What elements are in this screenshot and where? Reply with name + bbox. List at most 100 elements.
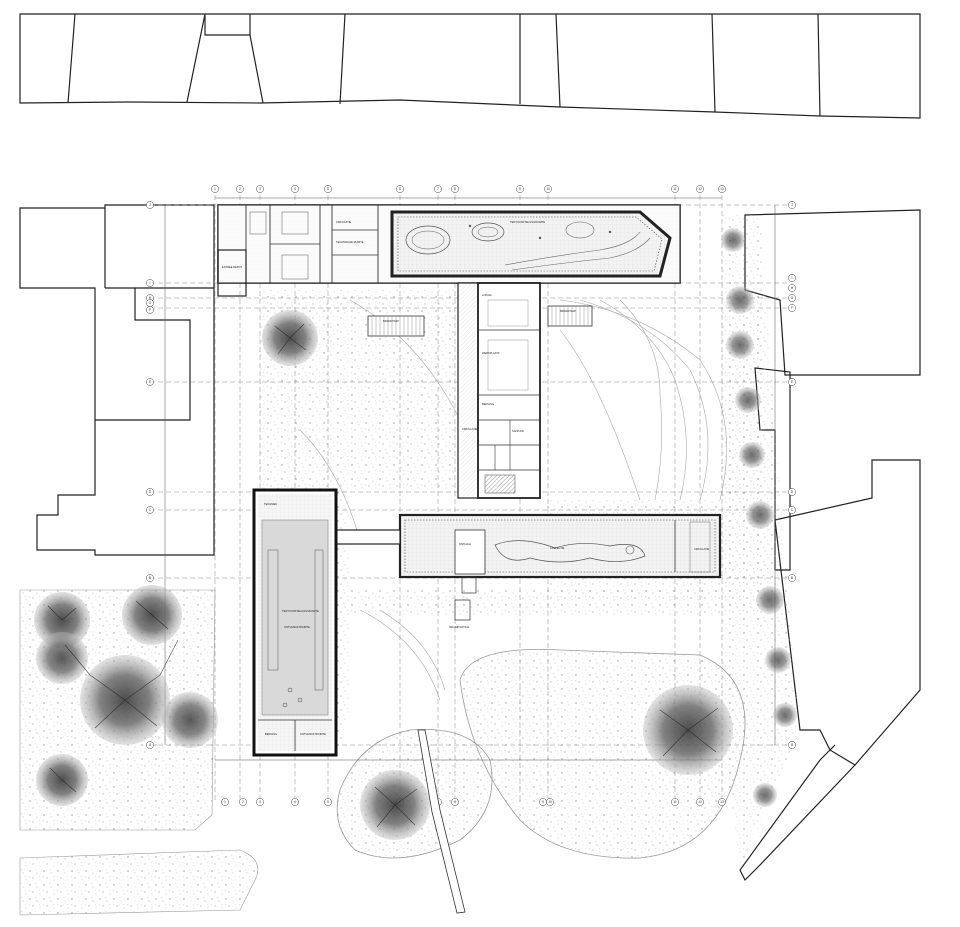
- grid-label: 10: [548, 800, 552, 804]
- grid-label: B: [149, 576, 152, 580]
- grid-label: 8: [454, 800, 456, 804]
- grid-label: J: [149, 203, 151, 207]
- grid-marker: [146, 506, 154, 514]
- grid-label: 5: [327, 187, 329, 191]
- grid-label: 13: [720, 800, 724, 804]
- grid-marker: [788, 741, 796, 749]
- grid-label: G: [149, 301, 152, 305]
- grid-label: G: [791, 296, 794, 300]
- grid-label: 7: [437, 187, 439, 191]
- grid-label: 10: [546, 187, 550, 191]
- grid-label: 1: [224, 800, 226, 804]
- grid-label: 3: [259, 800, 261, 804]
- grid-label: F: [149, 308, 151, 312]
- west-wing: TENTOONSTELLINGSRUIMTE ONTVANGSTRUIMTE T…: [252, 488, 338, 757]
- east-wing-room-labels: ONTHAAL COLLECTIE CIRCULATIE: [459, 542, 709, 551]
- grid-marker: [451, 798, 459, 806]
- grid-marker: [291, 798, 299, 806]
- grid-label: F: [791, 306, 793, 310]
- room-label: TENTOONSTELLINGSRUIMTE: [282, 609, 319, 613]
- grid-marker: [788, 284, 796, 292]
- grid-label: 4: [294, 800, 296, 804]
- room-label: ENTREE DEPOT: [222, 265, 243, 269]
- grid-marker: [324, 798, 332, 806]
- grid-labels-top: 1 2 3 4 5 6 7 8 9 10 11 12 13: [214, 187, 724, 191]
- tree: [746, 501, 774, 529]
- room-label: COLLECTIE: [550, 546, 565, 550]
- room-label: LOKAAL: [482, 293, 493, 297]
- grid-marker: [788, 378, 796, 386]
- grid-marker: [146, 201, 154, 209]
- grid-label: 12: [698, 187, 702, 191]
- west-wing-room-labels: TENTOONSTELLINGSRUIMTE ONTVANGSTRUIMTE T…: [264, 502, 326, 736]
- stair-label: BRANDTRAP: [560, 309, 576, 313]
- north-wing-room-labels: ENTREE DEPOT CIRCULATIE TECHNISCHE RUIMT…: [222, 220, 545, 269]
- grid-label: 2: [239, 187, 241, 191]
- room-label: CIRCULATIE: [336, 220, 351, 224]
- tree: [721, 228, 745, 252]
- grid-marker: [788, 274, 796, 282]
- grid-labels-left: J I H G F E D C B A: [149, 203, 152, 747]
- grid-label: H: [791, 286, 794, 290]
- grid-marker: [324, 185, 332, 193]
- grid-bubbles-left: [146, 201, 154, 749]
- grid-label: A: [791, 743, 794, 747]
- room-label: ONTVANGSTRUIMTE: [300, 732, 326, 736]
- stairs: BRANDTRAP BRANDTRAP: [367, 305, 593, 337]
- grid-label: 9: [542, 800, 544, 804]
- east-gallery-wing: ONTHAAL COLLECTIE CIRCULATIE: [398, 513, 722, 594]
- room-label: ONTVANGSTRUIMTE: [284, 625, 310, 629]
- room-label: CIRCULATIE: [462, 427, 477, 431]
- grid-label: 11: [673, 187, 677, 191]
- grid-marker: [221, 798, 229, 806]
- room-label: TENTOONSTELLINGRUIMTE: [510, 220, 545, 224]
- grid-marker: [211, 185, 219, 193]
- street-building-outlines: [19, 13, 921, 119]
- dimension-lines: [164, 197, 776, 761]
- tree: [773, 703, 797, 727]
- grid-label: C: [791, 508, 794, 512]
- grid-label: 12: [698, 800, 702, 804]
- grid-marker: [146, 378, 154, 386]
- grid-marker: [256, 185, 264, 193]
- grid-marker: [546, 798, 554, 806]
- grid-label: H: [149, 296, 152, 300]
- grid-label: E: [149, 380, 152, 384]
- room-label: SANITAIR: [512, 429, 524, 433]
- grid-marker: [146, 488, 154, 496]
- grid-marker: [146, 279, 154, 287]
- tree: [36, 632, 88, 684]
- tree: [726, 331, 754, 359]
- grid-label: 3: [259, 187, 261, 191]
- room-label: ONTHAAL: [459, 542, 472, 546]
- grid-label: I: [150, 281, 151, 285]
- grid-label: J: [791, 203, 793, 207]
- grid-marker: [396, 185, 404, 193]
- grid-label: 5: [327, 800, 329, 804]
- grid-marker: [291, 185, 299, 193]
- grid-marker: [671, 798, 679, 806]
- tree: [765, 647, 791, 673]
- tree: [162, 692, 218, 748]
- grid-marker: [544, 185, 552, 193]
- corridor-room-labels: BERGING LOKAAL WERKPLAATS SANITAIR CIRCU…: [462, 293, 524, 433]
- grid-marker: [718, 185, 726, 193]
- grid-label: D: [149, 490, 152, 494]
- grid-marker: [146, 574, 154, 582]
- tree: [756, 586, 784, 614]
- grid-label: I: [792, 276, 793, 280]
- grid-labels-right: J I H G F E D C B A: [791, 203, 794, 747]
- tree: [726, 286, 754, 314]
- grid-bubbles-top: [211, 185, 726, 193]
- left-building-outlines: [19, 204, 215, 556]
- grid-label: 9: [519, 187, 521, 191]
- grid-label: 8: [454, 187, 456, 191]
- stair-label: BRANDTRAP: [383, 319, 399, 323]
- grid-label: B: [791, 576, 794, 580]
- grid-label: D: [791, 490, 794, 494]
- grid-marker: [146, 306, 154, 314]
- room-label: BERGING: [265, 732, 277, 736]
- grid-label: 4: [294, 187, 296, 191]
- grid-marker: [671, 185, 679, 193]
- tree-branches: [47, 323, 719, 828]
